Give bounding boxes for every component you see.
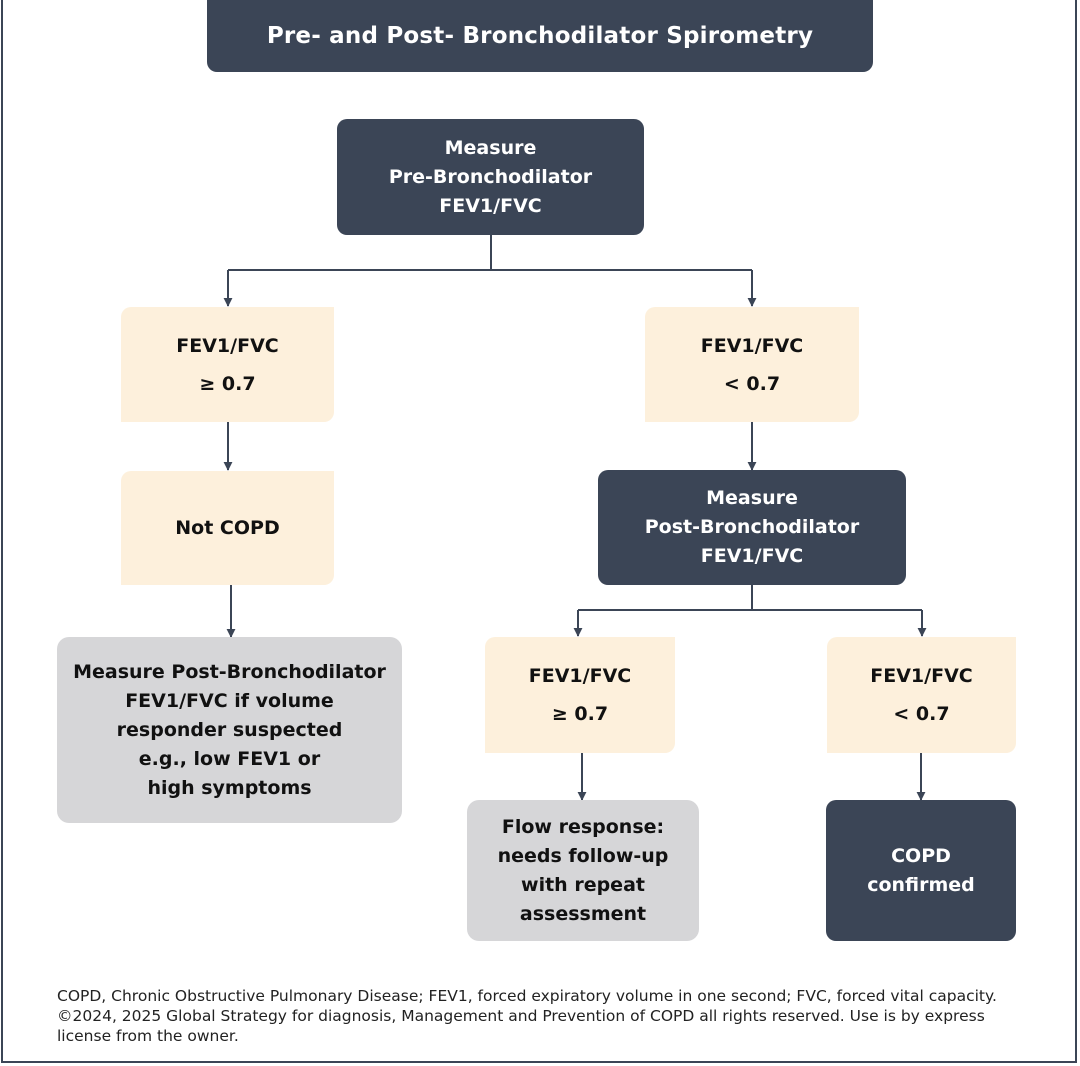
node-line: Not COPD [175, 517, 280, 539]
node-line: < 0.7 [893, 703, 950, 725]
post-ratio-lt-node: FEV1/FVC < 0.7 [827, 637, 1016, 753]
node-line: ≥ 0.7 [551, 703, 609, 725]
node-line: FEV1/FVC [870, 665, 973, 687]
node-line: e.g., low FEV1 or [138, 747, 321, 770]
node-line: high symptoms [147, 776, 312, 799]
copd-confirmed-node: COPD confirmed [826, 800, 1016, 941]
node-line: Measure [444, 136, 537, 159]
node-line: Measure [706, 487, 798, 509]
measure-post-bronchodilator-node: Measure Post-Bronchodilator FEV1/FVC [598, 470, 906, 585]
node-line: Pre-Bronchodilator [388, 165, 593, 188]
footnote: COPD, Chronic Obstructive Pulmonary Dise… [57, 986, 1057, 1046]
node-line: Post-Bronchodilator [644, 516, 860, 538]
node-line: ≥ 0.7 [199, 372, 256, 395]
node-line: < 0.7 [723, 372, 781, 395]
node-line: FEV1/FVC [439, 194, 542, 217]
footnote-line: ©2024, 2025 Global Strategy for diagnosi… [57, 1007, 985, 1025]
node-line: with repeat [521, 873, 645, 896]
not-copd-node: Not COPD [121, 471, 334, 585]
node-line: assessment [519, 902, 647, 925]
node-line: Flow response: [501, 815, 665, 838]
footnote-line: license from the owner. [57, 1027, 239, 1045]
post-ratio-ge-node: FEV1/FVC ≥ 0.7 [485, 637, 675, 753]
pre-ratio-lt-node: FEV1/FVC < 0.7 [645, 307, 859, 422]
flow-response-node: Flow response: needs follow-up with repe… [467, 800, 699, 941]
diagram-title: Pre- and Post- Bronchodilator Spirometry [207, 0, 873, 72]
node-line: responder suspected [116, 718, 343, 741]
footnote-line: COPD, Chronic Obstructive Pulmonary Dise… [57, 987, 997, 1005]
node-line: needs follow-up [497, 844, 669, 867]
node-line: Measure Post-Bronchodilator [73, 660, 386, 683]
node-line: FEV1/FVC if volume [125, 689, 334, 712]
node-line: FEV1/FVC [700, 334, 804, 357]
node-line: confirmed [867, 873, 975, 896]
node-line: FEV1/FVC [528, 665, 632, 687]
volume-responder-node: Measure Post-Bronchodilator FEV1/FVC if … [57, 637, 402, 823]
node-line: FEV1/FVC [700, 545, 804, 567]
node-line: COPD [891, 844, 951, 867]
node-line: FEV1/FVC [176, 334, 279, 357]
measure-pre-bronchodilator-node: Measure Pre-Bronchodilator FEV1/FVC [337, 119, 644, 235]
pre-ratio-ge-node: FEV1/FVC ≥ 0.7 [121, 307, 334, 422]
